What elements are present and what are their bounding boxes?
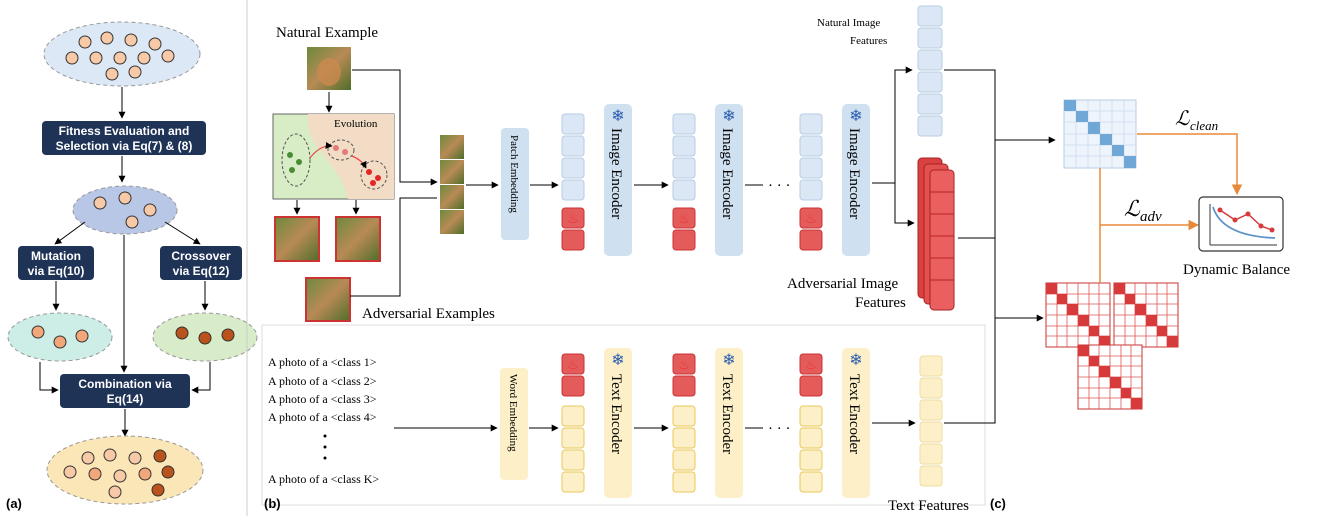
text-encoder-stack: ♨ ❄ Text Encoder ♨ ❄ Text Enc [561,348,870,498]
adversarial-image-features [917,157,955,311]
prompt-4: A photo of a <class 4> [268,410,377,424]
new-population-individuals [63,448,175,499]
natural-image-features-label-2: Features [850,35,887,47]
text-tokens-2: ♨ [672,353,696,493]
image-encoder-1-label: Image Encoder [608,128,624,219]
panel-c: ℒ clean ℒ adv Dynamic Balance (c) [944,69,1290,511]
adv-matrix-3 [1077,344,1143,410]
population-individuals [65,31,175,81]
patch-embedding-box [501,128,529,240]
prompt-1: A photo of a <class 1> [268,355,377,369]
ellipsis-text: · · · [768,421,791,437]
word-embedding-label: Word Embedding [507,374,519,452]
evolution-label: Evolution [334,118,378,130]
text-encoder-1 [604,348,632,498]
svg-text:♨: ♨ [567,211,579,226]
adv-matrix-2 [1113,282,1179,348]
snowflake-icon: ❄ [611,352,624,369]
natural-example-label: Natural Example [276,25,378,41]
mutation-box [18,246,94,280]
text-encoder-3 [842,348,870,498]
image-encoder-3 [842,104,870,256]
adversarial-image-1 [274,216,320,262]
prompt-2: A photo of a <class 2> [268,374,377,388]
image-encoder-1 [604,104,632,256]
image-encoder-stack: ♨ ❄ Image Encoder ♨ ❄ Image Encoder · · … [561,104,870,256]
svg-text:♨: ♨ [567,357,579,372]
natural-image-features-label-1: Natural Image [817,17,880,29]
mutation-text-2: via Eq(10) [28,264,85,278]
image-encoder-3-label: Image Encoder [846,128,862,219]
dynamic-balance-label: Dynamic Balance [1183,262,1290,278]
patch-embedding-label: Patch Embedding [508,135,520,213]
text-encoder-2 [715,348,743,498]
loss-adv-symbol: ℒ [1124,196,1141,221]
loss-clean-symbol: ℒ [1175,108,1190,130]
crossover-text-1: Crossover [171,249,231,263]
loss-adv-subscript: adv [1140,209,1162,225]
adversarial-image-features-label-1: Adversarial Image [787,276,899,292]
text-encoder-2-label: Text Encoder [719,374,735,454]
fitness-text-2: Selection via Eq(7) & (8) [56,139,193,153]
combination-text-2: Eq(14) [107,392,144,406]
panel-b-label: (b) [264,496,281,511]
adversarial-similarity-matrices [1045,282,1179,410]
text-encoder-1-label: Text Encoder [608,374,624,454]
snowflake-icon: ❄ [722,352,735,369]
text-features [919,355,943,487]
panel-b: Natural Example Evolution Adversarial Ex… [261,5,986,514]
adversarial-image-3 [305,277,351,322]
prompt-k: A photo of a <class K> [268,472,379,486]
combination-box [60,374,190,408]
adv-matrix-1 [1045,282,1111,348]
selected-individuals [93,191,157,229]
adversarial-examples-label: Adversarial Examples [362,306,495,322]
prompt-list: A photo of a <class 1> A photo of a <cla… [268,355,379,486]
svg-text:♨: ♨ [805,357,817,372]
svg-text:♨: ♨ [805,211,817,226]
crossover-individuals [175,326,235,345]
image-tokens-3: ♨ [799,113,823,251]
crossover-box [160,246,242,280]
svg-text:♨: ♨ [678,211,690,226]
text-features-label: Text Features [888,498,969,514]
image-tokens-1: ♨ [561,113,585,251]
dynamic-balance-plot [1198,196,1284,252]
image-encoder-2-label: Image Encoder [719,128,735,219]
adversarial-image-features-label-2: Features [855,295,906,311]
snowflake-icon: ❄ [722,108,735,125]
text-tokens-3: ♨ [799,353,823,493]
ellipsis-image: · · · [768,178,791,194]
panel-a-label: (a) [6,496,22,511]
snowflake-icon: ❄ [849,108,862,125]
text-branch-frame [261,324,986,506]
panel-c-label: (c) [990,496,1006,511]
prompt-3: A photo of a <class 3> [268,392,377,406]
adversarial-image-2 [335,216,381,262]
loss-clean-subscript: clean [1190,118,1218,133]
mutation-text-1: Mutation [31,249,81,263]
svg-text:♨: ♨ [678,357,690,372]
fitness-box [42,121,206,155]
text-encoder-3-label: Text Encoder [846,374,862,454]
natural-image-features [917,5,943,137]
crossover-text-2: via Eq(12) [173,264,230,278]
image-patches [440,135,464,234]
image-tokens-2: ♨ [672,113,696,251]
snowflake-icon: ❄ [611,108,624,125]
fitness-text-1: Fitness Evaluation and [59,124,190,138]
panel-a: Fitness Evaluation and Selection via Eq(… [6,0,258,516]
word-embedding-box [500,368,528,480]
clean-similarity-matrix [1063,99,1137,169]
combination-text-1: Combination via [78,377,172,391]
mutated-individuals [31,325,89,349]
text-tokens-1: ♨ [561,353,585,493]
snowflake-icon: ❄ [849,352,862,369]
image-encoder-2 [715,104,743,256]
